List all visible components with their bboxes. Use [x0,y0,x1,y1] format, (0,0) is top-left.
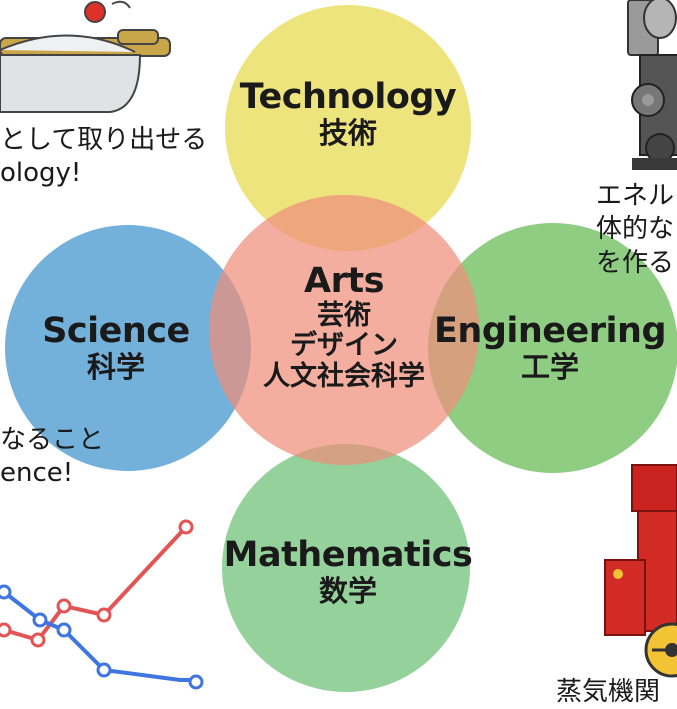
science-en: Science [42,311,190,351]
diagram-canvas [0,0,677,692]
arts-line1: 芸術 [317,300,371,332]
science-circle [5,225,251,471]
top-left-line-2: ology! [0,158,82,189]
mathematics-en: Mathematics [223,535,473,575]
arts-label: Arts 芸術 デザイン 人文社会科学 [244,261,444,392]
mid-left-line-2: ence! [0,458,74,489]
mid-left-line-1: なること [0,425,105,455]
technology-label: Technology 技術 [228,77,468,151]
mathematics-ja: 数学 [318,574,377,609]
mid-left-text: なること ence! [0,424,104,491]
top-right-line-3: を作る [596,247,675,278]
steam-locomotive-icon [627,0,677,170]
toy-train-icon [604,464,677,678]
engineering-ja: 工学 [520,350,579,385]
technology-ja: 技術 [318,116,377,151]
top-right-line-2: 体的な [596,214,675,245]
top-left-line-1: として取り出せる [0,125,208,155]
engineering-label: Engineering 工学 [426,311,674,385]
top-left-text: として取り出せる ology! [0,124,207,191]
arts-en: Arts [304,261,384,301]
arts-line3: 人文社会科学 [263,360,425,392]
engineering-circle [428,223,677,473]
technology-circle [225,5,471,251]
engineering-en: Engineering [434,311,667,351]
line-graph-icon [0,519,204,690]
arts-line2: デザイン [290,330,398,362]
arts-circle [209,195,479,465]
science-label: Science 科学 [26,311,206,385]
top-right-line-1: エネル [596,181,675,211]
pressure-cooker-icon [0,0,171,113]
technology-en: Technology [239,77,457,117]
venn-circles [5,5,677,692]
top-right-text: エネル 体的な を作る [596,180,674,280]
mathematics-label: Mathematics 数学 [214,535,482,609]
mathematics-circle [222,444,470,692]
science-ja: 科学 [86,350,145,385]
